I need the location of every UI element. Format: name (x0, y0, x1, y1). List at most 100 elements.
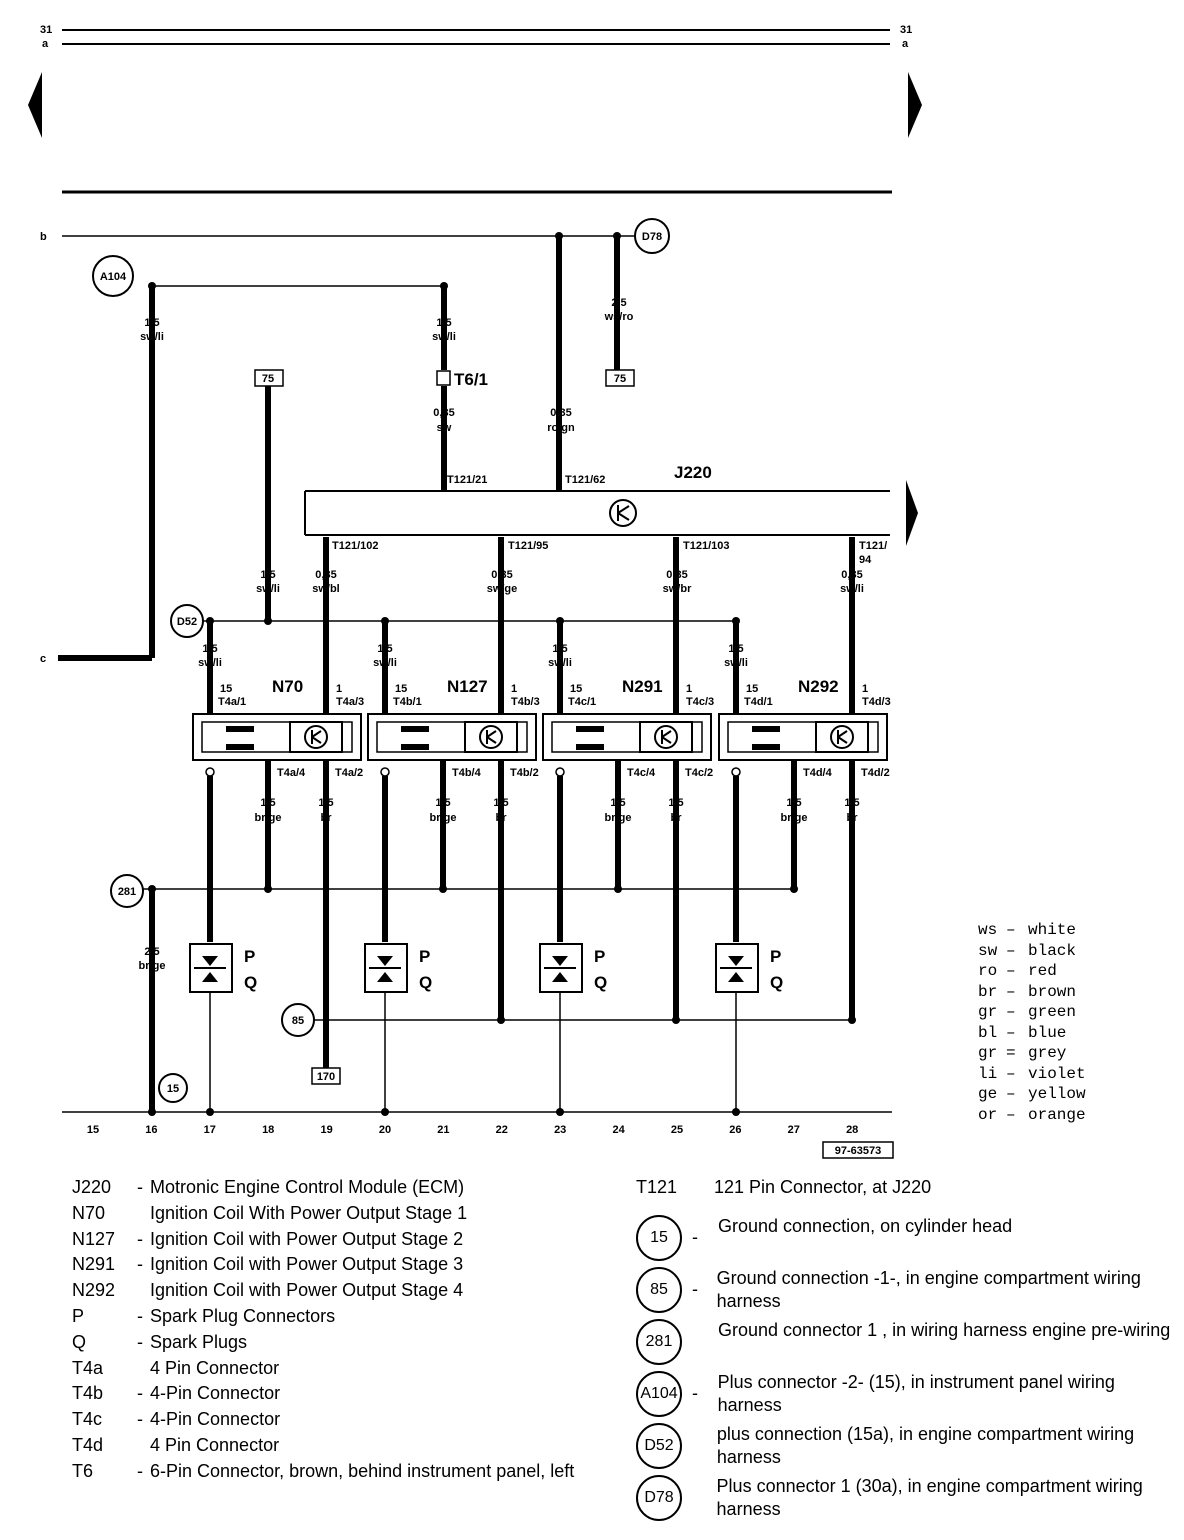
color-legend-item: sw–black (978, 941, 1077, 960)
component-legend-item: N127-Ignition Coil with Power Output Sta… (72, 1228, 464, 1249)
svg-text:sw/li: sw/li (548, 657, 572, 669)
module-j220-label: J220 (674, 463, 712, 482)
svg-text:2,5: 2,5 (611, 297, 626, 309)
column-25: 25 (671, 1124, 683, 1136)
svg-text:T4a/4: T4a/4 (277, 767, 306, 779)
column-26: 26 (729, 1124, 741, 1136)
svg-text:1,5: 1,5 (552, 643, 567, 655)
svg-text:0,35: 0,35 (550, 407, 571, 419)
svg-text:T121/: T121/ (859, 540, 887, 552)
svg-text:br/ge: br/ge (605, 812, 632, 824)
wiring-diagram: 31 a 31 a b D78 2,5 ws/ro 75 A104 c 1,5 … (28, 24, 922, 1159)
svg-text:P: P (594, 947, 605, 966)
color-legend-item: gr=grey (978, 1044, 1067, 1062)
svg-text:1,5: 1,5 (844, 797, 859, 809)
svg-text:T4a/1: T4a/1 (218, 696, 246, 708)
transistor-icon (830, 725, 854, 749)
svg-text:15: 15 (220, 683, 232, 695)
ground-15 (158, 1073, 188, 1103)
svg-text:281: 281 (118, 886, 136, 898)
transistor-icon (304, 725, 328, 749)
svg-text:T4c/1: T4c/1 (568, 696, 596, 708)
transistor-icon (479, 725, 503, 749)
svg-text:1,5: 1,5 (144, 317, 159, 329)
svg-text:94: 94 (859, 554, 872, 566)
component-legend-item: T6-6-Pin Connector, brown, behind instru… (72, 1460, 575, 1481)
color-legend-item: ro–red (978, 962, 1057, 980)
svg-text:1,5: 1,5 (493, 797, 508, 809)
ground-symbol: D52 (636, 1422, 682, 1469)
svg-text:T4c/4: T4c/4 (627, 767, 656, 779)
color-legend-item: br–brown (978, 982, 1077, 1001)
svg-text:85: 85 (292, 1015, 304, 1027)
svg-text:br: br (671, 812, 683, 824)
svg-text:15: 15 (570, 683, 582, 695)
svg-text:N292: N292 (798, 677, 839, 696)
connector-d78 (634, 218, 670, 254)
svg-text:1,5: 1,5 (260, 797, 275, 809)
svg-text:T4d/1: T4d/1 (744, 696, 773, 708)
column-19: 19 (320, 1124, 332, 1136)
svg-text:br/ge: br/ge (139, 960, 166, 972)
column-22: 22 (496, 1124, 508, 1136)
figure-id-box (822, 1141, 894, 1159)
svg-text:T121/102: T121/102 (332, 540, 378, 552)
svg-text:A104: A104 (100, 271, 127, 283)
component-legend: J220-Motronic Engine Control Module (ECM… (72, 1175, 632, 1485)
svg-text:br/ge: br/ge (430, 812, 457, 824)
svg-text:1,5: 1,5 (377, 643, 392, 655)
component-legend-item: T4c-4-Pin Connector (72, 1409, 281, 1430)
svg-text:15: 15 (746, 683, 758, 695)
svg-text:T121/21: T121/21 (447, 474, 487, 486)
svg-text:1,5: 1,5 (318, 797, 333, 809)
svg-text:N291: N291 (622, 677, 663, 696)
terminal-75-right (605, 369, 635, 387)
component-legend-item: J220-Motronic Engine Control Module (ECM… (72, 1177, 465, 1197)
svg-text:170: 170 (317, 1071, 335, 1083)
svg-text:P: P (419, 947, 430, 966)
svg-text:Q: Q (770, 973, 783, 992)
ground-legend-item: A104-Plus connector -2- (15), in instrum… (636, 1370, 1176, 1417)
component-legend-item: P-Spark Plug Connectors (72, 1305, 336, 1326)
ground-symbol: 85 (636, 1266, 682, 1313)
connector-a104 (92, 255, 134, 297)
svg-text:Q: Q (244, 973, 257, 992)
ground-symbol: 15 (636, 1214, 682, 1261)
svg-text:1,5: 1,5 (436, 317, 451, 329)
svg-text:2,5: 2,5 (144, 946, 159, 958)
column-17: 17 (204, 1124, 216, 1136)
arrow-right-icon (906, 480, 918, 546)
svg-text:75: 75 (614, 373, 626, 385)
svg-text:sw/li: sw/li (140, 331, 164, 343)
color-legend-item: bl–blue (978, 1023, 1067, 1042)
svg-text:sw/li: sw/li (256, 583, 280, 595)
svg-text:T4b/4: T4b/4 (452, 767, 482, 779)
svg-text:15: 15 (395, 683, 407, 695)
svg-text:br: br (496, 812, 508, 824)
color-legend-item: or–orange (978, 1105, 1086, 1124)
svg-text:ws/ro: ws/ro (604, 311, 634, 323)
svg-text:1: 1 (862, 683, 868, 695)
column-16: 16 (145, 1124, 157, 1136)
column-27: 27 (788, 1124, 800, 1136)
rail-31-right: 31 (900, 24, 912, 36)
svg-text:sw/li: sw/li (373, 657, 397, 669)
svg-text:T121/103: T121/103 (683, 540, 729, 552)
svg-text:T4a/2: T4a/2 (335, 767, 363, 779)
component-legend-item: N291-Ignition Coil with Power Output Sta… (72, 1254, 464, 1275)
rail-a-left: a (42, 38, 49, 50)
svg-text:P: P (244, 947, 255, 966)
svg-text:1,5: 1,5 (260, 569, 275, 581)
svg-text:br/ge: br/ge (781, 812, 808, 824)
svg-text:Q: Q (594, 973, 607, 992)
component-legend-item: Q-Spark Plugs (72, 1331, 248, 1352)
svg-text:1,5: 1,5 (610, 797, 625, 809)
svg-text:T4b/1: T4b/1 (393, 696, 422, 708)
